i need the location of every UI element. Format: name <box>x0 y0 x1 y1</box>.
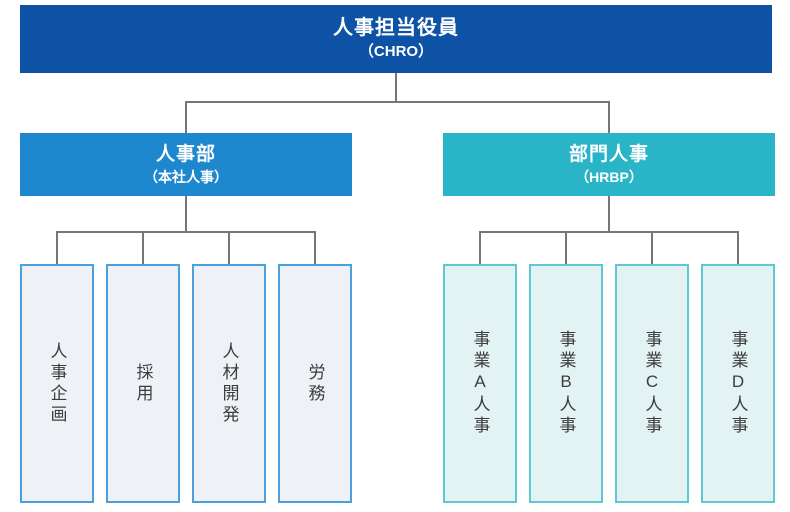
leaf-node-business-b-hr: 事業B人事 <box>529 264 603 503</box>
leaf-node-business-d-hr: 事業D人事 <box>701 264 775 503</box>
branch-hq-subtitle: （本社人事） <box>144 168 228 185</box>
leaf-node-hr-planning: 人事企画 <box>20 264 94 503</box>
leaf-label: 事業B人事 <box>556 330 576 437</box>
root-node-title: 人事担当役員 <box>333 17 459 40</box>
leaf-label: 人事企画 <box>47 341 67 426</box>
branch-hq-title: 人事部 <box>155 143 216 165</box>
connector-line <box>479 231 739 233</box>
leaf-label: 労務 <box>305 362 325 405</box>
leaf-node-labor-affairs: 労務 <box>278 264 352 503</box>
connector-line <box>185 196 187 231</box>
branch-node-division-hr: 部門人事 （HRBP） <box>443 133 775 196</box>
leaf-label: 事業C人事 <box>642 330 662 437</box>
connector-line <box>608 101 610 133</box>
root-node-subtitle: （CHRO） <box>358 43 434 61</box>
branch-division-title: 部門人事 <box>568 143 649 165</box>
connector-line <box>737 231 739 264</box>
leaf-label: 採用 <box>133 362 153 405</box>
leaf-node-talent-development: 人材開発 <box>192 264 266 503</box>
connector-line <box>314 231 316 264</box>
connector-line <box>56 231 58 264</box>
root-node-chro: 人事担当役員 （CHRO） <box>20 5 772 73</box>
connector-line <box>395 73 397 101</box>
connector-line <box>228 231 230 264</box>
leaf-node-business-a-hr: 事業A人事 <box>443 264 517 503</box>
branch-division-subtitle: （HRBP） <box>575 168 643 185</box>
connector-line <box>185 101 610 103</box>
leaf-node-recruiting: 採用 <box>106 264 180 503</box>
leaf-node-business-c-hr: 事業C人事 <box>615 264 689 503</box>
branch-node-hq-hr: 人事部 （本社人事） <box>20 133 352 196</box>
connector-line <box>479 231 481 264</box>
connector-line <box>565 231 567 264</box>
connector-line <box>185 101 187 133</box>
connector-line <box>651 231 653 264</box>
leaf-label: 事業D人事 <box>728 330 748 437</box>
leaf-label: 事業A人事 <box>470 330 490 437</box>
connector-line <box>608 196 610 231</box>
connector-line <box>142 231 144 264</box>
connector-line <box>56 231 316 233</box>
leaf-label: 人材開発 <box>219 341 239 426</box>
